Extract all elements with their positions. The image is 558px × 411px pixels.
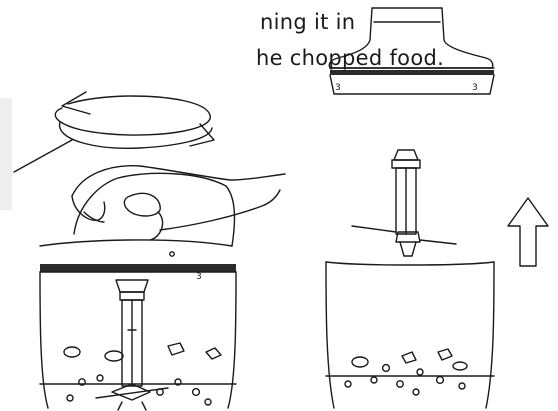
svg-text:3: 3 [196, 272, 202, 282]
right-blade-assembly [352, 150, 456, 256]
hand-icon [72, 166, 285, 256]
right-lid: 3 3 [329, 8, 494, 94]
right-bowl [326, 262, 494, 408]
svg-text:3: 3 [472, 83, 478, 93]
left-lid [40, 173, 234, 246]
left-bowl: 3 [40, 264, 236, 410]
up-arrow-icon [508, 198, 548, 266]
rotation-arrows-icon [14, 92, 214, 172]
svg-text:3: 3 [335, 83, 341, 93]
